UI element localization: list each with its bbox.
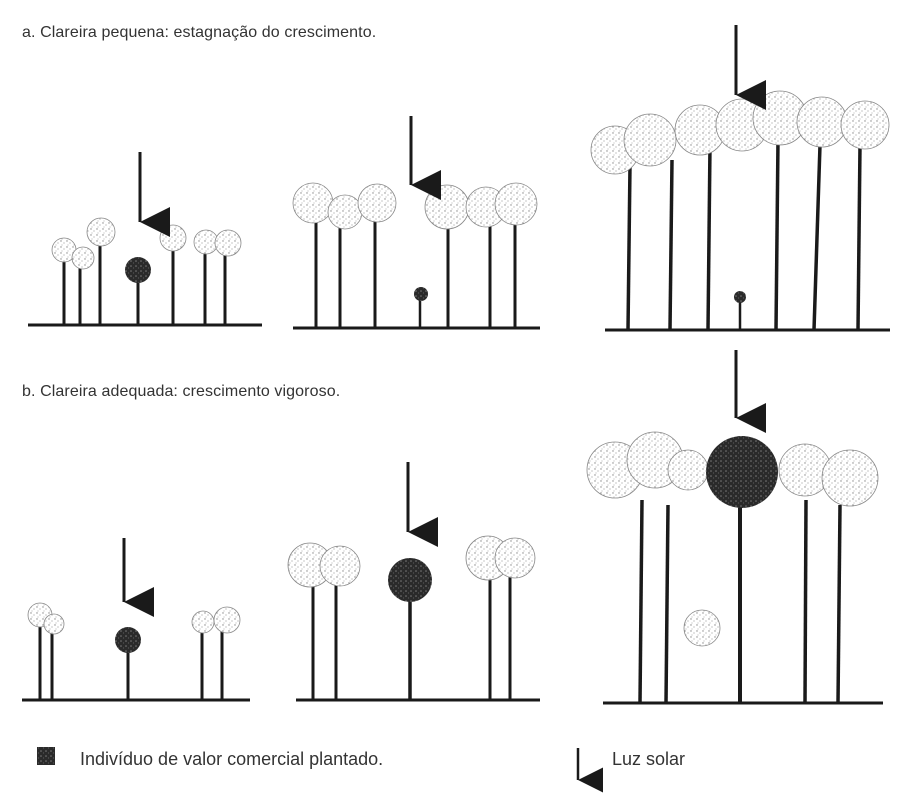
- panel-b2: [287, 462, 540, 702]
- panel-a2: [292, 116, 540, 330]
- caption-small-gap: a. Clareira pequena: estagnação do cresc…: [22, 24, 377, 41]
- planted-tree: [388, 558, 432, 602]
- panel-b3: [586, 350, 883, 705]
- legend-planted-label: Indivíduo de valor comercial plantado.: [80, 749, 384, 769]
- panel-a1: [28, 152, 262, 327]
- planted-tree: [734, 291, 746, 303]
- planted-tree: [414, 287, 428, 301]
- panel-b1: [22, 538, 250, 702]
- planted-tree: [125, 257, 151, 283]
- planted-tree: [115, 627, 141, 653]
- planted-tree: [706, 436, 778, 508]
- legend-planted-swatch: [37, 747, 55, 765]
- legend-sunlight-label: Luz solar: [612, 749, 686, 769]
- caption-adequate-gap: b. Clareira adequada: crescimento vigoro…: [22, 383, 341, 400]
- panel-a3: [590, 25, 890, 332]
